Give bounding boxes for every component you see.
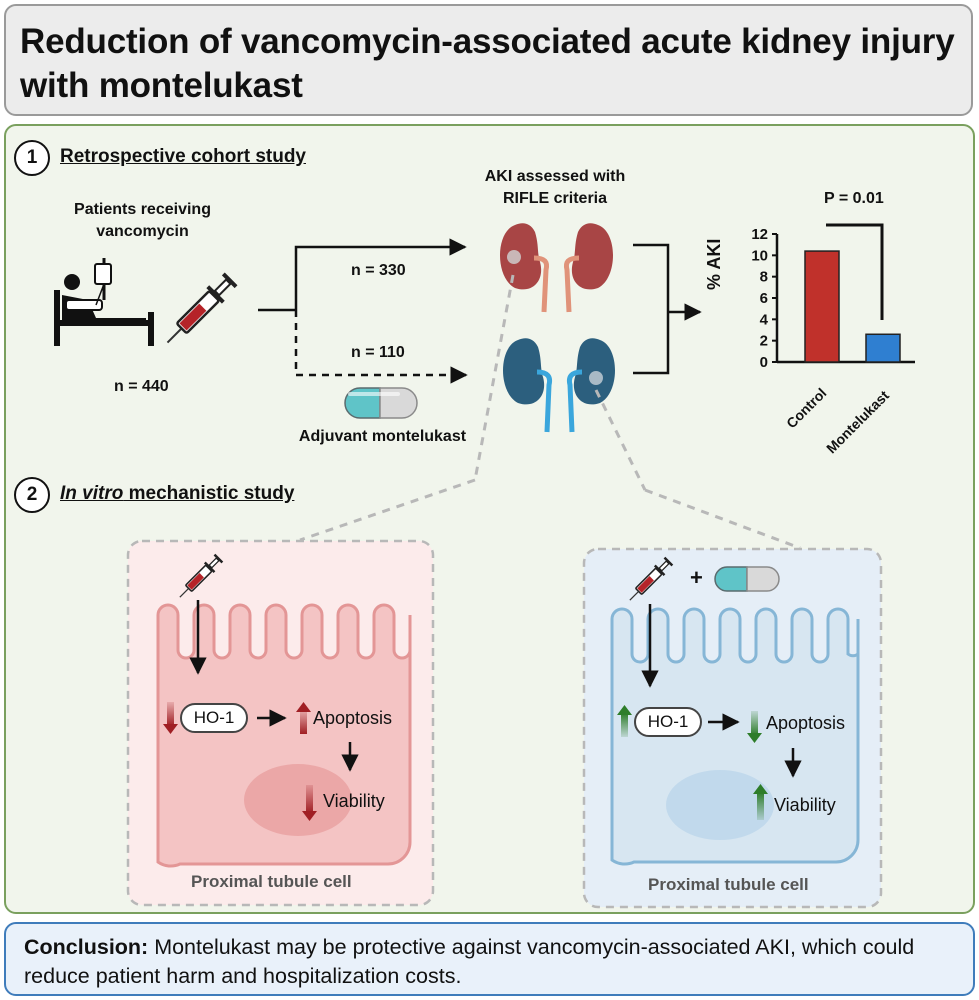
patients-label-line2: vancomycin bbox=[96, 223, 189, 240]
chart-y-tick-label: 0 bbox=[760, 354, 768, 371]
aki-label-line1: AKI assessed with bbox=[484, 168, 626, 185]
chart-y-tick-label: 12 bbox=[751, 226, 768, 243]
chart-annotation: P = 0.01 bbox=[824, 190, 884, 207]
chart-ticks: 0 2 4 6 8 10 12 bbox=[751, 226, 777, 371]
capsule-small-icon bbox=[714, 566, 780, 592]
section-2-heading-italic: In vitro bbox=[60, 483, 124, 504]
aki-label-line2: RIFLE criteria bbox=[502, 190, 608, 207]
conclusion-heading: Conclusion: bbox=[24, 935, 149, 959]
title-box: Reduction of vancomycin-associated acute… bbox=[4, 4, 973, 116]
chart-y-tick-label: 8 bbox=[760, 269, 768, 286]
right-cell-label: Proximal tubule cell bbox=[648, 875, 809, 894]
branch-arrows bbox=[258, 238, 468, 384]
chart-y-tick-label: 2 bbox=[760, 333, 768, 350]
syringe-icon bbox=[166, 272, 238, 344]
conclusion-body: Montelukast may be protective against va… bbox=[24, 935, 915, 988]
control-n-label: n = 330 bbox=[351, 262, 406, 279]
syringe-small-icon bbox=[179, 553, 224, 598]
zoom-connectors bbox=[299, 274, 801, 550]
patients-label-line1: Patients receiving bbox=[74, 201, 211, 218]
converge-arrows bbox=[633, 243, 702, 375]
chart-bar bbox=[865, 333, 901, 363]
right-cell-panel bbox=[582, 547, 883, 909]
significance-bracket bbox=[826, 223, 884, 320]
left-cell-panel bbox=[126, 539, 435, 907]
section-1-heading: Retrospective cohort study bbox=[60, 146, 306, 167]
section-2-number: 2 bbox=[14, 477, 50, 513]
adjuvant-montelukast-label: Adjuvant montelukast bbox=[298, 428, 467, 445]
section-1-number: 1 bbox=[14, 140, 50, 176]
page-title: Reduction of vancomycin-associated acute… bbox=[20, 22, 955, 105]
montelukast-n-label: n = 110 bbox=[351, 344, 405, 361]
kidney-red-icon bbox=[500, 223, 613, 313]
section-2-heading-rest: mechanistic study bbox=[123, 483, 295, 504]
montelukast-capsule-icon bbox=[344, 387, 418, 419]
plus-sign: + bbox=[690, 565, 703, 590]
ho1-pill-right: HO-1 bbox=[634, 707, 702, 737]
apoptosis-label-right: Apoptosis bbox=[766, 713, 846, 733]
hospital-bed-icon bbox=[54, 258, 154, 346]
section-2-heading: In vitro mechanistic study bbox=[60, 483, 294, 505]
total-n-label: n = 440 bbox=[114, 378, 169, 395]
chart-bar bbox=[804, 250, 840, 363]
viability-label-left: Viability bbox=[323, 791, 385, 811]
left-cell-label: Proximal tubule cell bbox=[191, 872, 352, 891]
syringe-small-icon-right bbox=[629, 556, 674, 601]
chart-ylabel: % AKI bbox=[704, 238, 724, 290]
apoptosis-label-left: Apoptosis bbox=[313, 708, 393, 728]
aki-bar-chart: 0 2 4 6 8 10 12 bbox=[751, 223, 915, 371]
chart-y-tick-label: 6 bbox=[760, 290, 768, 307]
ho1-pill-left: HO-1 bbox=[180, 703, 248, 733]
viability-label-right: Viability bbox=[774, 795, 836, 815]
kidney-blue-icon bbox=[503, 338, 615, 433]
chart-y-tick-label: 10 bbox=[751, 247, 768, 264]
conclusion-box: Conclusion: Montelukast may be protectiv… bbox=[4, 922, 975, 996]
chart-y-tick-label: 4 bbox=[760, 311, 769, 328]
conclusion-text: Conclusion: Montelukast may be protectiv… bbox=[24, 933, 964, 991]
chart-bars bbox=[804, 250, 901, 363]
